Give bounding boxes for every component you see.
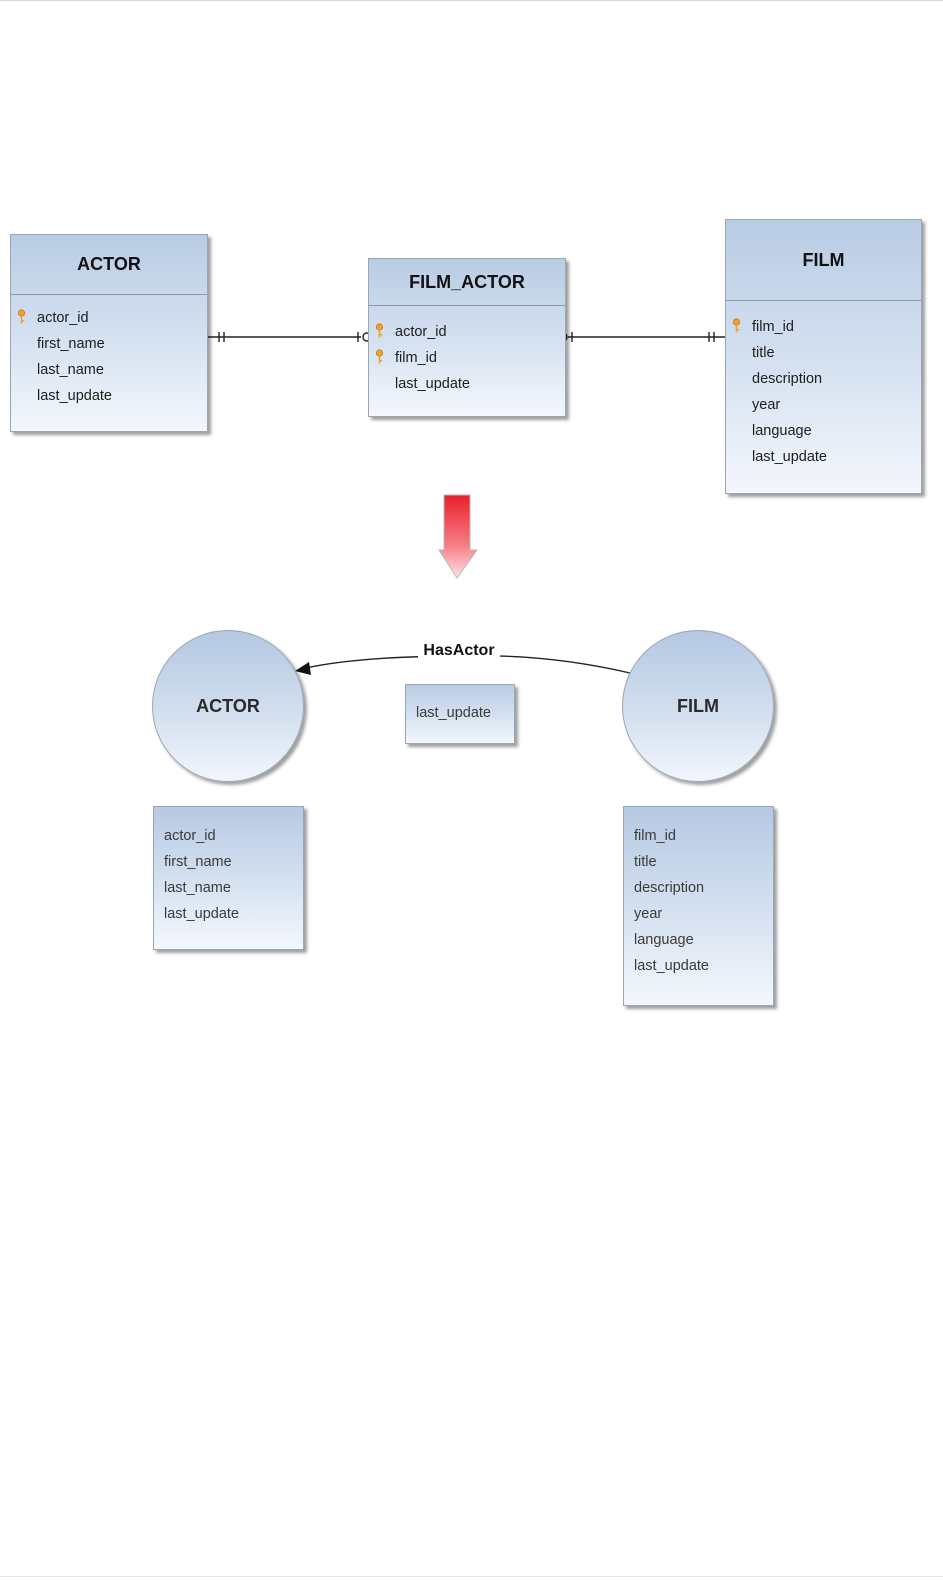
film-field: film_id — [726, 314, 921, 340]
actor-table-title: ACTOR — [11, 235, 207, 295]
film-field: year — [726, 392, 921, 418]
actor-field: last_name — [11, 357, 207, 383]
film-actor-table[interactable]: FILM_ACTOR actor_id film_id last_update — [368, 258, 566, 417]
film-property: language — [634, 932, 694, 948]
actor-property: last_name — [164, 880, 231, 896]
field-label: last_update — [395, 376, 470, 392]
relationship-label: HasActor — [418, 640, 500, 662]
film-table[interactable]: FILM film_id title description year lang… — [725, 219, 922, 494]
actor-properties-box[interactable]: actor_id first_name last_name last_updat… — [153, 806, 304, 950]
film-actor-film-relationship-line — [558, 332, 725, 342]
film-property: last_update — [634, 958, 709, 974]
film-property: title — [634, 854, 657, 870]
field-label: year — [752, 397, 781, 413]
film-field: last_update — [726, 444, 921, 470]
field-label: last_update — [37, 388, 112, 404]
field-label: film_id — [752, 319, 794, 335]
film-field: title — [726, 340, 921, 366]
down-arrow-icon — [438, 494, 478, 579]
key-icon — [375, 349, 384, 364]
field-label: title — [752, 345, 775, 361]
field-label: film_id — [395, 350, 437, 366]
field-label: actor_id — [37, 310, 89, 326]
field-label: language — [752, 423, 812, 439]
film-field-list: film_id title description year language … — [726, 301, 921, 470]
film-actor-field: actor_id — [369, 319, 565, 345]
film-actor-field-list: actor_id film_id last_update — [369, 306, 565, 397]
relationship-property: last_update — [416, 705, 491, 721]
actor-node-label: ACTOR — [196, 695, 260, 716]
relationship-property-box[interactable]: last_update — [405, 684, 515, 744]
film-actor-field: last_update — [369, 371, 565, 397]
key-icon — [17, 309, 26, 324]
actor-node[interactable]: ACTOR — [152, 630, 304, 782]
film-actor-field: film_id — [369, 345, 565, 371]
top-border — [0, 0, 943, 1]
actor-field: actor_id — [11, 305, 207, 331]
film-table-title: FILM — [726, 220, 921, 301]
actor-property: actor_id — [164, 828, 216, 844]
field-label: description — [752, 371, 823, 387]
film-node-label: FILM — [677, 695, 719, 716]
field-label: actor_id — [395, 324, 447, 340]
actor-film-actor-relationship-line — [208, 332, 372, 342]
actor-property: last_update — [164, 906, 239, 922]
film-property: description — [634, 880, 705, 896]
field-label: last_name — [37, 362, 104, 378]
film-node[interactable]: FILM — [622, 630, 774, 782]
bottom-border — [0, 1576, 943, 1577]
actor-field-list: actor_id first_name last_name last_updat… — [11, 295, 207, 409]
film-property: year — [634, 906, 663, 922]
key-icon — [732, 318, 741, 333]
field-label: first_name — [37, 336, 105, 352]
actor-property: first_name — [164, 854, 232, 870]
film-properties-box[interactable]: film_id title description year language … — [623, 806, 774, 1006]
edge-arrowhead — [295, 662, 311, 675]
key-icon — [375, 323, 384, 338]
film-field: language — [726, 418, 921, 444]
field-label: last_update — [752, 449, 827, 465]
film-property: film_id — [634, 828, 676, 844]
actor-table[interactable]: ACTOR actor_id first_name last_name last… — [10, 234, 208, 432]
actor-field: last_update — [11, 383, 207, 409]
film-field: description — [726, 366, 921, 392]
actor-field: first_name — [11, 331, 207, 357]
film-actor-table-title: FILM_ACTOR — [369, 259, 565, 306]
